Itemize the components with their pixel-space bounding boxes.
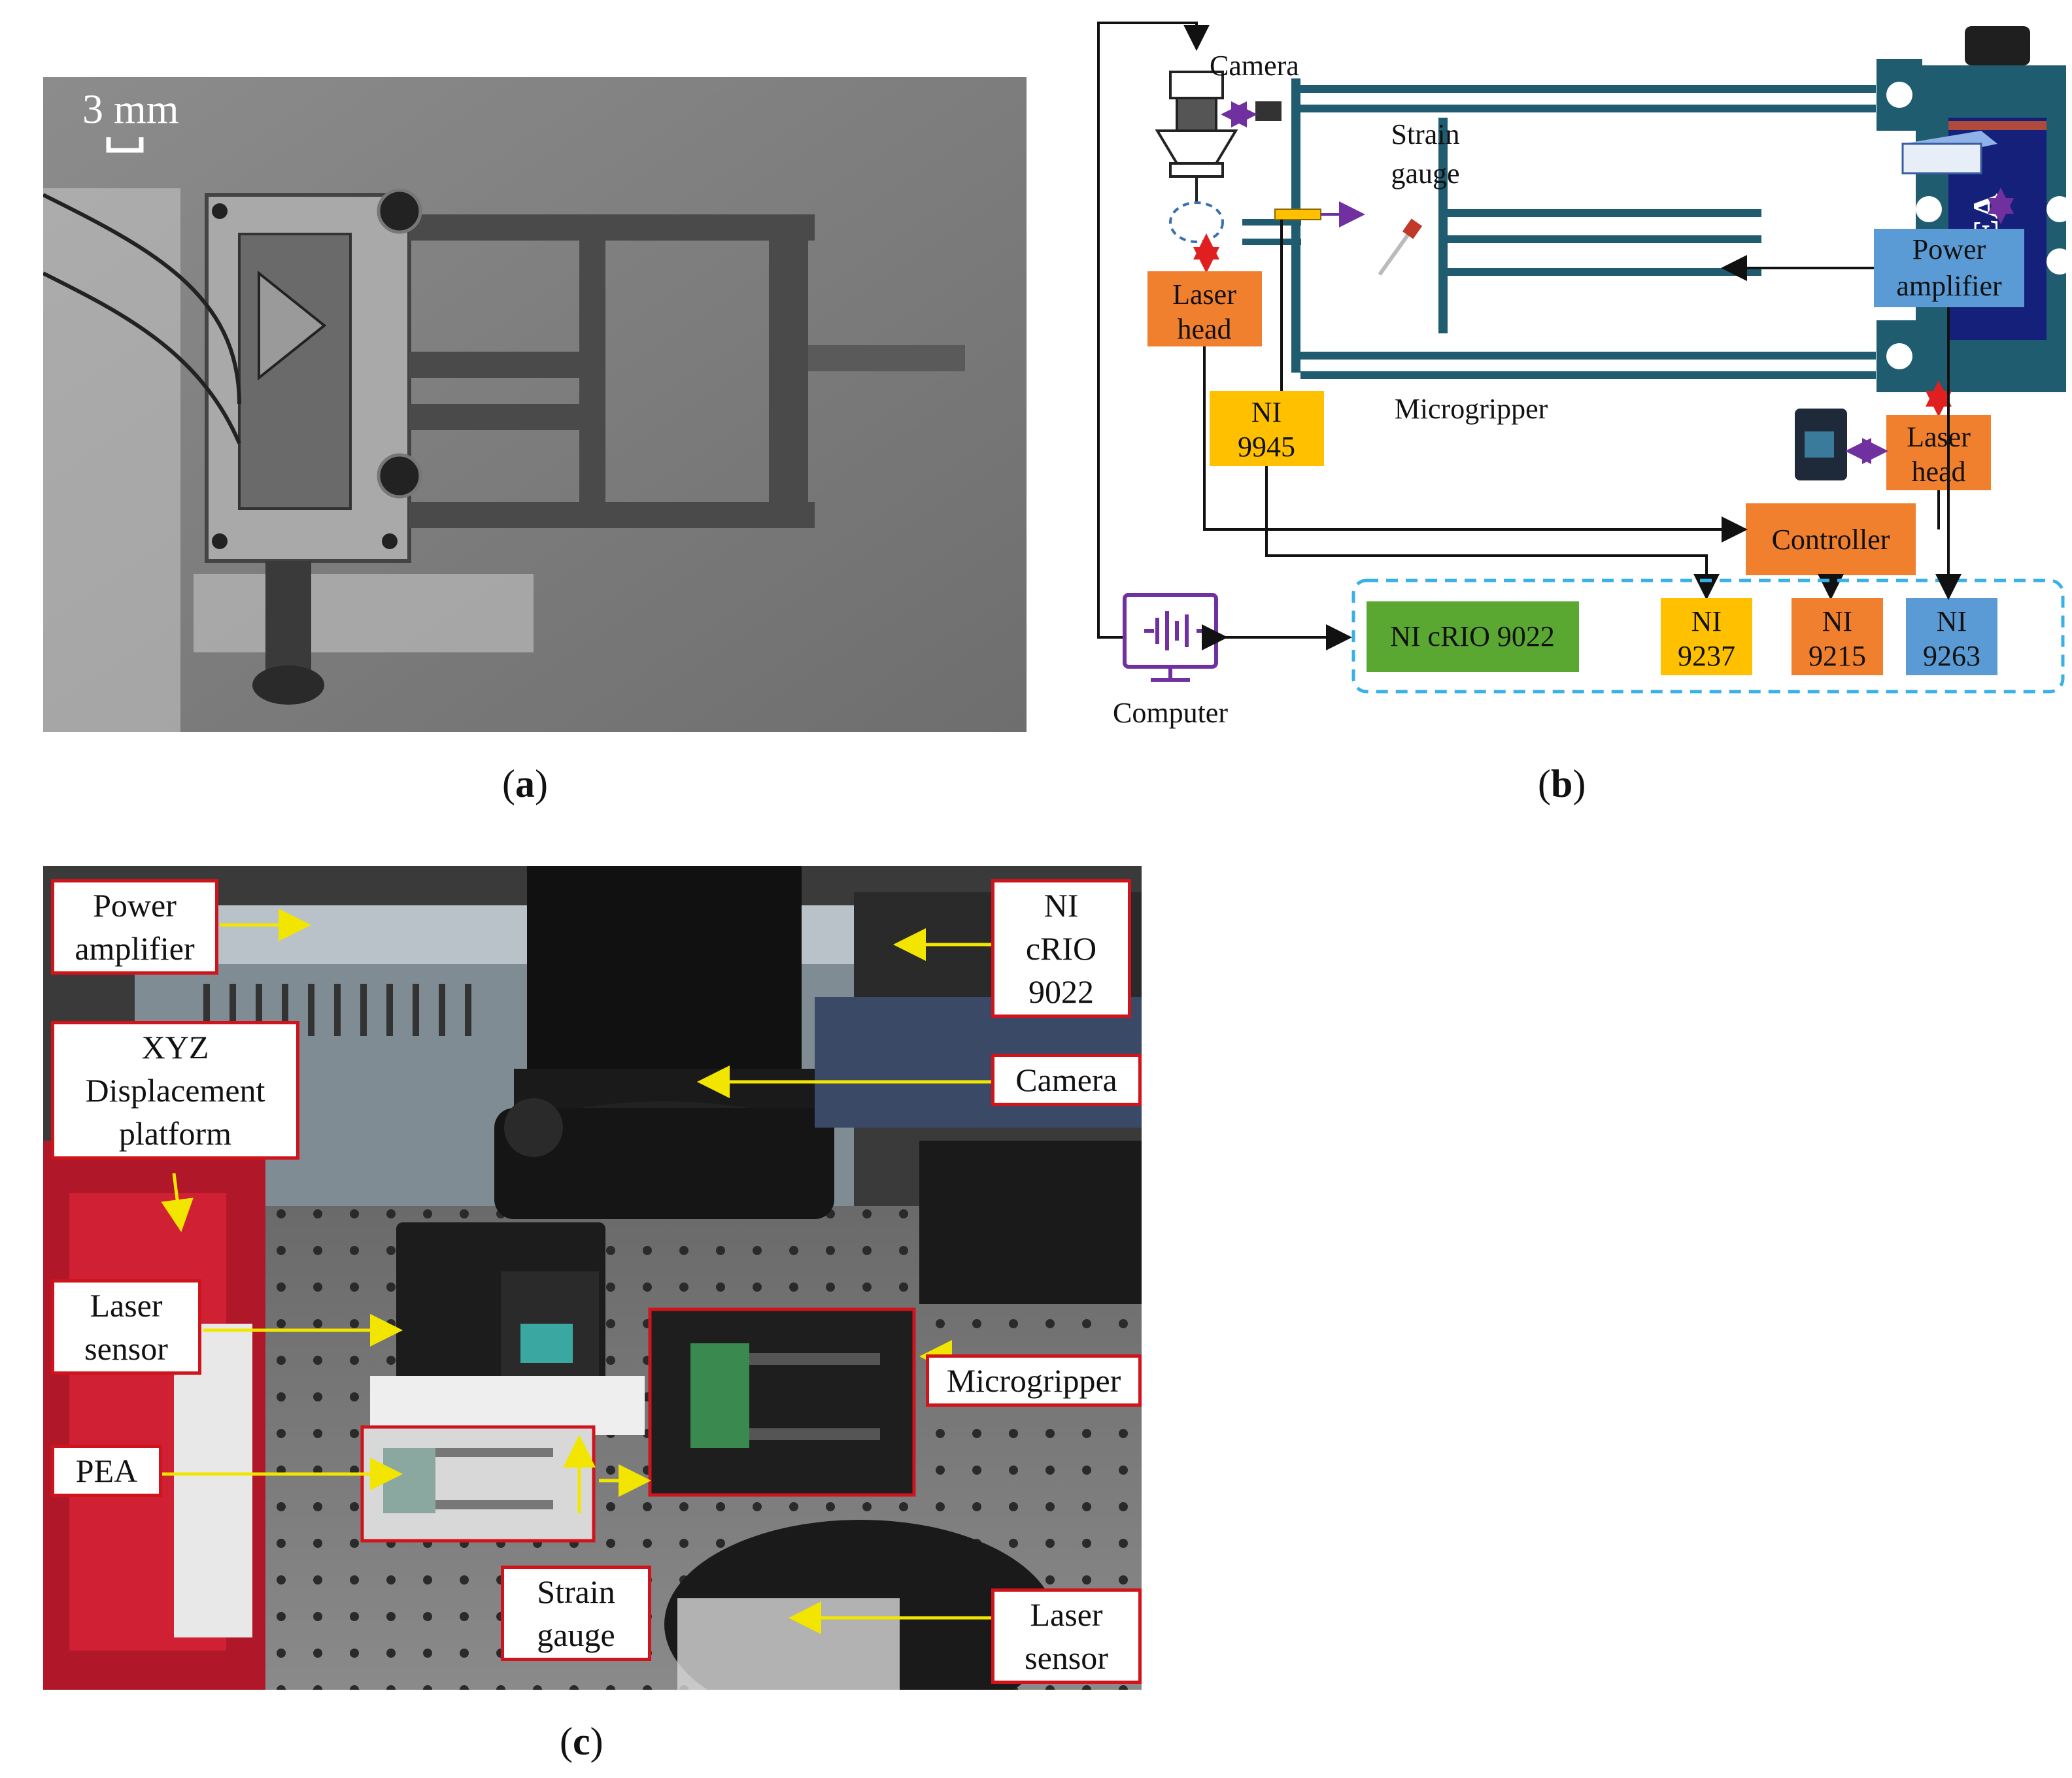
microgripper-label: Microgripper (1395, 393, 1548, 425)
caption-c: (c) (560, 1720, 603, 1763)
ni9945-label-1: NI (1251, 396, 1282, 428)
ni9263-label-2: 9263 (1923, 640, 1980, 672)
laser-head-right-label-2: head (1911, 456, 1965, 488)
panel-b-diagram: Camera PEA (1085, 13, 2072, 752)
ni9263-box (1906, 598, 1997, 675)
power-amplifier-device (1901, 131, 1997, 175)
ni9215-label-2: 9215 (1809, 640, 1866, 672)
power-amplifier-label-1: Power (1912, 233, 1986, 265)
strain-gauge-label-1: Strain (1391, 118, 1459, 150)
laser-head-left-label-2: head (1177, 313, 1231, 345)
strain-gauge-element (1274, 209, 1321, 220)
microgripper-inset-frame (648, 1307, 916, 1497)
laser-head-right-box (1886, 415, 1991, 490)
label-microgripper: Microgripper (926, 1354, 1142, 1407)
crio-label: NI cRIO 9022 (1390, 620, 1555, 652)
ni9237-box (1661, 598, 1752, 675)
camera-label: Camera (1210, 50, 1299, 82)
ni9945-box (1210, 391, 1324, 466)
strain-gauge-label-2: gauge (1391, 158, 1459, 190)
ni9237-label-1: NI (1691, 605, 1722, 637)
panel-a-photo: 3 mm (42, 77, 1027, 732)
panel-b-power-amp-box: Power amplifier (1874, 229, 2024, 307)
power-amp-links (1721, 255, 1962, 600)
ni9215-label-1: NI (1822, 605, 1852, 637)
laser-head-left-box (1147, 271, 1262, 346)
ni9237-label-2: 9237 (1678, 640, 1735, 672)
laser-sensor-device (1795, 409, 1847, 480)
caption-a: (a) (502, 762, 548, 805)
microgripper-photo: 3 mm (42, 77, 1027, 732)
ni9263-label-1: NI (1937, 605, 1967, 637)
scale-bar (106, 137, 144, 153)
power-amplifier-label-2: amplifier (1896, 270, 2002, 302)
ni9215-box (1792, 598, 1883, 675)
pea-region-frame (360, 1425, 596, 1543)
ni9945-label-2: 9945 (1238, 431, 1295, 463)
caption-b: (b) (1538, 762, 1586, 805)
controller-box (1746, 503, 1916, 575)
laser-head-left-label-1: Laser (1172, 278, 1236, 310)
controller-label: Controller (1772, 524, 1890, 556)
scale-bar-label: 3 mm (82, 86, 179, 132)
label-camera: Camera (991, 1054, 1142, 1106)
computer-label: Computer (1113, 697, 1228, 729)
camera-icon (1155, 71, 1282, 178)
label-pea: PEA (51, 1445, 162, 1497)
crio-chassis (1351, 579, 2065, 694)
system-schematic: Camera PEA (1097, 22, 2072, 729)
crio-box (1367, 601, 1579, 672)
laser-head-right-label-1: Laser (1907, 421, 1971, 453)
computer-icon (1123, 593, 1218, 682)
